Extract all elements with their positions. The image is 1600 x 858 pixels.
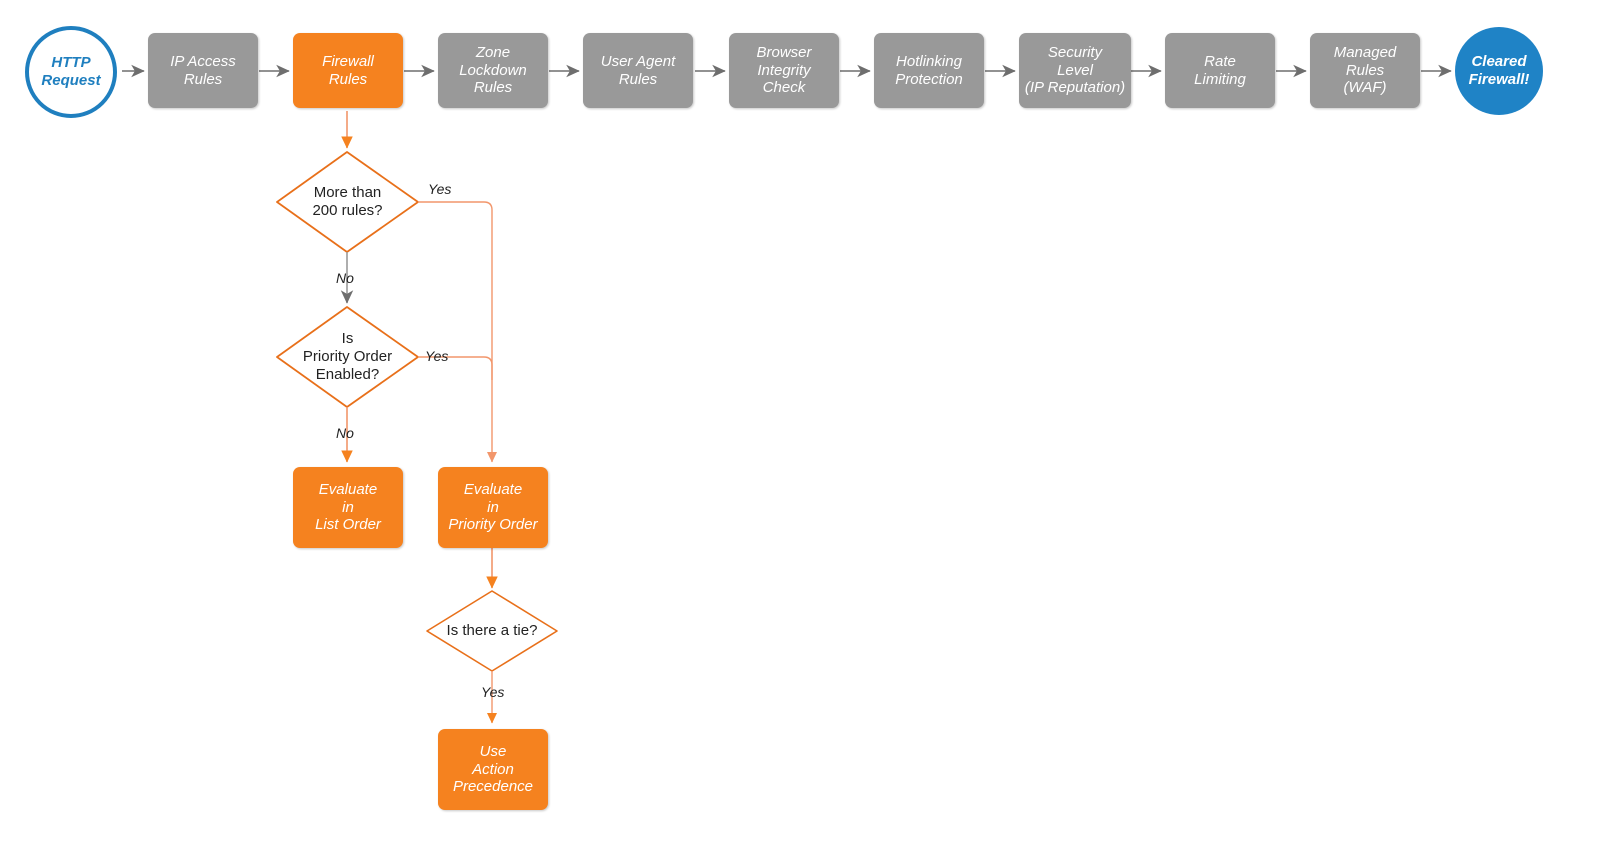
node-rate-limiting[interactable]: Rate Limiting (1165, 33, 1275, 108)
node-managed-rules-waf[interactable]: Managed Rules (WAF) (1310, 33, 1420, 108)
node-security-level[interactable]: Security Level (IP Reputation) (1019, 33, 1131, 108)
node-http-request[interactable]: HTTP Request (25, 26, 117, 118)
edge-decision1-yes (418, 201, 498, 463)
decision-is-priority-order-enabled-label: Is Priority Order Enabled? (302, 330, 393, 383)
node-cleared-firewall-label: Cleared Firewall! (1468, 53, 1530, 88)
decision-more-than-200-rules[interactable]: More than 200 rules? (277, 152, 418, 252)
node-evaluate-in-priority-order[interactable]: Evaluate in Priority Order (438, 467, 548, 548)
node-cleared-firewall[interactable]: Cleared Firewall! (1455, 27, 1543, 115)
node-firewall-rules-label: Firewall Rules (322, 52, 374, 88)
node-ip-access-rules[interactable]: IP Access Rules (148, 33, 258, 108)
node-user-agent-rules-label: User Agent Rules (600, 52, 676, 88)
node-firewall-rules[interactable]: Firewall Rules (293, 33, 403, 108)
decision-more-than-200-rules-label: More than 200 rules? (312, 184, 383, 219)
node-rate-limiting-label: Rate Limiting (1194, 52, 1246, 88)
node-http-request-label: HTTP Request (41, 54, 101, 89)
node-evaluate-in-priority-order-label: Evaluate in Priority Order (448, 480, 538, 534)
decision-is-there-a-tie[interactable]: Is there a tie? (427, 591, 557, 671)
node-evaluate-in-list-order-label: Evaluate in List Order (315, 480, 381, 534)
edge-label-more-than-200-no: No (336, 270, 354, 286)
node-security-level-label: Security Level (IP Reputation) (1024, 43, 1126, 97)
node-user-agent-rules[interactable]: User Agent Rules (583, 33, 693, 108)
edge-label-more-than-200-yes: Yes (428, 181, 452, 197)
edge-label-priority-order-yes: Yes (425, 348, 449, 364)
node-use-action-precedence-label: Use Action Precedence (452, 742, 534, 796)
node-managed-rules-waf-label: Managed Rules (WAF) (1333, 43, 1397, 97)
decision-is-there-a-tie-label: Is there a tie? (446, 622, 538, 640)
node-evaluate-in-list-order[interactable]: Evaluate in List Order (293, 467, 403, 548)
edge-label-tie-yes: Yes (481, 684, 505, 700)
node-ip-access-rules-label: IP Access Rules (170, 52, 236, 88)
node-browser-integrity-check[interactable]: Browser Integrity Check (729, 33, 839, 108)
node-browser-integrity-check-label: Browser Integrity Check (756, 43, 812, 97)
node-use-action-precedence[interactable]: Use Action Precedence (438, 729, 548, 810)
decision-is-priority-order-enabled[interactable]: Is Priority Order Enabled? (277, 307, 418, 407)
node-hotlinking-protection[interactable]: Hotlinking Protection (874, 33, 984, 108)
node-zone-lockdown-rules-label: Zone Lockdown Rules (459, 43, 527, 97)
node-zone-lockdown-rules[interactable]: Zone Lockdown Rules (438, 33, 548, 108)
edge-label-priority-order-no: No (336, 425, 354, 441)
node-hotlinking-protection-label: Hotlinking Protection (895, 52, 963, 88)
